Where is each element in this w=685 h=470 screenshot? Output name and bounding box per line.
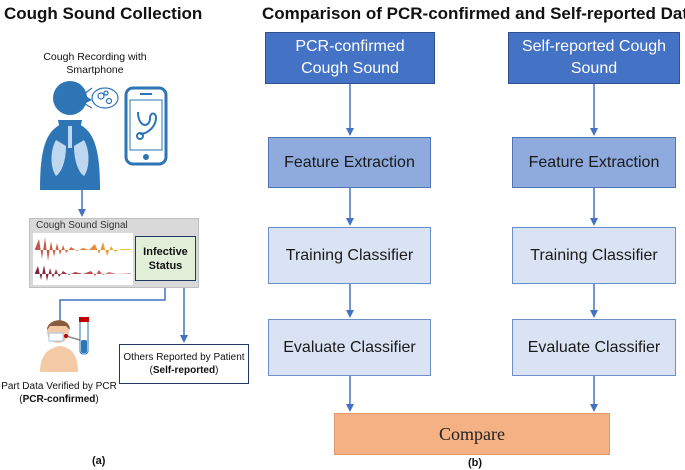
pcr-feature-extraction-box: Feature Extraction	[268, 137, 431, 188]
recording-label-line2: Smartphone	[66, 64, 124, 76]
self-feature-extraction-box: Feature Extraction	[512, 137, 676, 188]
self-source-box: Self-reported Cough Sound	[508, 32, 680, 84]
cough-spray-icon	[83, 87, 119, 109]
pcr-label-line1: Part Data Verified by PCR	[1, 381, 117, 392]
self-label-line2: (Self-reported)	[149, 365, 219, 376]
patient-swab-test-icon	[40, 317, 89, 372]
panel-a-caption: (a)	[92, 455, 106, 467]
pcr-source-box: PCR-confirmed Cough Sound	[265, 32, 435, 84]
infective-status-box: Infective Status	[135, 236, 196, 281]
pcr-source-line1: PCR-confirmed	[295, 38, 405, 55]
person-coughing-icon	[40, 81, 100, 190]
recording-label-line1: Cough Recording with	[43, 51, 147, 63]
pcr-confirmed-bold: PCR-confirmed	[22, 394, 96, 405]
panel-b-title: Comparison of PCR-confirmed and Self-rep…	[262, 4, 685, 23]
self-source-line1: Self-reported Cough	[521, 38, 667, 55]
self-training-classifier-box: Training Classifier	[512, 227, 676, 284]
self-label-line1: Others Reported by Patient	[123, 352, 245, 363]
self-evaluate-classifier-box: Evaluate Classifier	[512, 319, 676, 376]
pcr-label-line2: (PCR-confirmed)	[19, 394, 99, 405]
pcr-evaluate-classifier-box: Evaluate Classifier	[268, 319, 431, 376]
waveform-icon	[33, 233, 133, 285]
infective-line2: Status	[148, 259, 183, 272]
pcr-source-line2: Cough Sound	[301, 60, 399, 77]
recording-label: Cough Recording with Smartphone	[20, 51, 170, 77]
self-source-line2: Sound	[570, 60, 618, 77]
infective-line1: Infective	[143, 245, 188, 258]
panel-a-title: Cough Sound Collection	[4, 4, 203, 23]
pcr-training-classifier-box: Training Classifier	[268, 227, 431, 284]
smartphone-stethoscope-icon	[124, 86, 168, 166]
signal-label: Cough Sound Signal	[36, 220, 128, 231]
pcr-confirmed-label: Part Data Verified by PCR (PCR-confirmed…	[0, 380, 118, 406]
panel-b-caption: (b)	[468, 457, 483, 469]
compare-box: Compare	[334, 413, 610, 455]
self-reported-bold: Self-reported	[152, 365, 216, 376]
self-reported-box: Others Reported by Patient (Self-reporte…	[119, 344, 249, 384]
